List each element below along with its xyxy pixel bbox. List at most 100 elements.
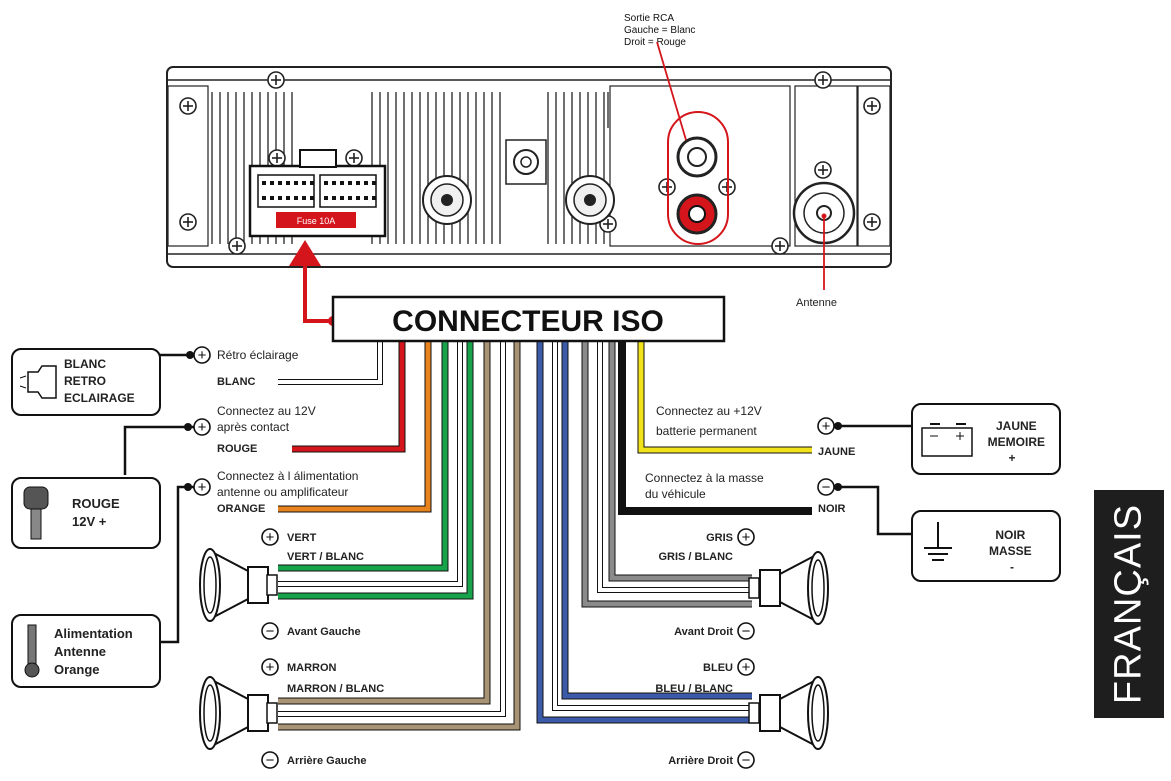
fuse-label: Fuse 10A — [297, 216, 336, 226]
minus-icon: − — [261, 622, 279, 640]
speaker-rear-right — [748, 676, 829, 750]
screw-icon — [814, 71, 832, 89]
rca-note: Sortie RCA Gauche = Blanc Droit = Rouge — [624, 13, 698, 48]
wire-blanc — [278, 341, 382, 384]
rouge-12v-group: ROUGE 12V + Connectez au 12V après conta… — [11, 404, 316, 549]
wire-marron-blanc-a — [278, 341, 505, 716]
svg-text:MARRON / BLANC: MARRON / BLANC — [287, 683, 384, 695]
fuse — [276, 212, 356, 228]
svg-text:+: + — [266, 659, 275, 676]
svg-text:BLEU: BLEU — [703, 662, 733, 674]
screw-icon — [345, 149, 363, 167]
retro-wire-label: BLANC — [217, 376, 256, 388]
plus-icon: + — [193, 478, 211, 496]
language-tab-label: FRANÇAIS — [1107, 503, 1150, 705]
svg-text:+: + — [742, 659, 751, 676]
svg-text:ROUGE 12V +: ROUGE 12V + — [72, 496, 123, 529]
svg-text:−: − — [266, 623, 275, 640]
speaker-rear-left-labels: MARRON MARRON / BLANC Arrière Gauche — [287, 662, 384, 767]
plus-icon: + — [193, 418, 211, 436]
wire-vert-blanc — [278, 341, 473, 599]
svg-text:Connectez à la masse du: Connectez à la masse du véhicule — [645, 471, 767, 501]
retro-desc: Rétro éclairage — [217, 348, 299, 362]
antenne-orange-group: Alimentation Antenne Orange Connectez à … — [11, 469, 358, 688]
svg-text:Alimentation Antenne: Alimentation Antenne Orange — [54, 626, 136, 677]
wire-gris-blanc-a — [598, 341, 752, 592]
jaune-wire-label: JAUNE — [818, 446, 855, 458]
wire-gris — [582, 341, 752, 607]
language-tab: FRANÇAIS — [1094, 490, 1164, 718]
iso-socket: Fuse 10A — [248, 149, 387, 238]
screw-icon — [267, 71, 285, 89]
svg-text:Arrière Droit: Arrière Droit — [668, 755, 733, 767]
wire-marron-outline — [278, 341, 491, 705]
svg-text:Avant Droit: Avant Droit — [674, 626, 733, 638]
plus-icon: + — [737, 528, 755, 546]
noir-box — [911, 510, 1061, 582]
svg-text:NOIR MASSE -: NOIR MASSE - — [989, 528, 1035, 574]
speaker-front-left-labels: VERT VERT / BLANC Avant Gauche — [287, 532, 364, 638]
plus-icon: + — [261, 528, 279, 546]
wire-jaune — [638, 341, 812, 453]
wire-gris-blanc — [609, 341, 752, 581]
wire-noir — [619, 341, 812, 514]
minus-icon: − — [817, 478, 835, 496]
svg-text:+: + — [266, 529, 275, 546]
svg-text:VERT: VERT — [287, 532, 317, 544]
noir-wire-label: NOIR — [818, 503, 846, 515]
antenne-box — [11, 614, 161, 688]
plus-icon: + — [737, 658, 755, 676]
rca-outputs — [667, 111, 729, 245]
rca-pointer — [656, 41, 687, 141]
battery-icon — [921, 423, 973, 457]
svg-text:GRIS / BLANC: GRIS / BLANC — [658, 551, 733, 563]
antenna-socket — [792, 181, 856, 245]
wire-orange — [278, 341, 431, 512]
mounting-boss-left — [422, 175, 472, 225]
mounting-boss-right — [565, 175, 615, 225]
screw-icon — [268, 149, 286, 167]
wire-marron — [278, 341, 490, 704]
speaker-front-left — [199, 548, 278, 622]
svg-text:+: + — [742, 529, 751, 546]
svg-text:−: − — [266, 752, 275, 769]
plus-icon: + — [261, 658, 279, 676]
rouge-box — [11, 477, 161, 549]
wire-vert — [278, 341, 448, 571]
svg-text:BLEU / BLANC: BLEU / BLANC — [655, 683, 733, 695]
svg-text:+: + — [198, 347, 207, 364]
orange-wire-label: ORANGE — [217, 503, 265, 515]
speaker-front-right — [748, 551, 829, 625]
svg-text:Avant Gauche: Avant Gauche — [287, 626, 361, 638]
screw-icon — [771, 237, 789, 255]
svg-text:−: − — [742, 623, 751, 640]
svg-text:+: + — [822, 418, 831, 435]
jaune-memoire-group: JAUNE MEMOIRE + Connectez au +12V batter… — [656, 403, 1061, 475]
svg-text:Arrière Gauche: Arrière Gauche — [287, 755, 366, 767]
screw-icon — [228, 237, 246, 255]
screw-icon — [179, 97, 197, 115]
wire-vert-blanc-a — [278, 341, 462, 586]
svg-text:JAUNE MEMOIRE +: JAUNE MEMOIRE + — [988, 419, 1049, 465]
speaker-rear-right-labels: BLEU BLEU / BLANC Arrière Droit — [655, 662, 733, 767]
ground-icon — [924, 522, 952, 561]
minus-icon: − — [737, 622, 755, 640]
antenna-label: Antenne — [796, 297, 837, 309]
key-icon — [23, 486, 49, 540]
plus-icon: + — [817, 417, 835, 435]
svg-text:+: + — [198, 479, 207, 496]
center-hole — [505, 139, 547, 185]
wire-bleu-blanc — [562, 341, 752, 699]
svg-text:BLANC RETRO ECLAIR: BLANC RETRO ECLAIRAGE — [64, 357, 135, 405]
iso-connector: CONNECTEUR ISO — [331, 295, 726, 343]
wire-rouge-outline — [292, 341, 406, 453]
screw-icon — [863, 97, 881, 115]
noir-masse-group: NOIR MASSE - Connectez à la masse du véh… — [645, 471, 1061, 582]
svg-text:VERT / BLANC: VERT / BLANC — [287, 551, 364, 563]
screw-icon — [814, 161, 832, 179]
minus-icon: − — [737, 751, 755, 769]
wire-marron-blanc — [278, 341, 520, 730]
svg-text:Connectez au +12V batte: Connectez au +12V batterie permanent — [656, 404, 765, 438]
wire-rouge — [292, 341, 405, 452]
